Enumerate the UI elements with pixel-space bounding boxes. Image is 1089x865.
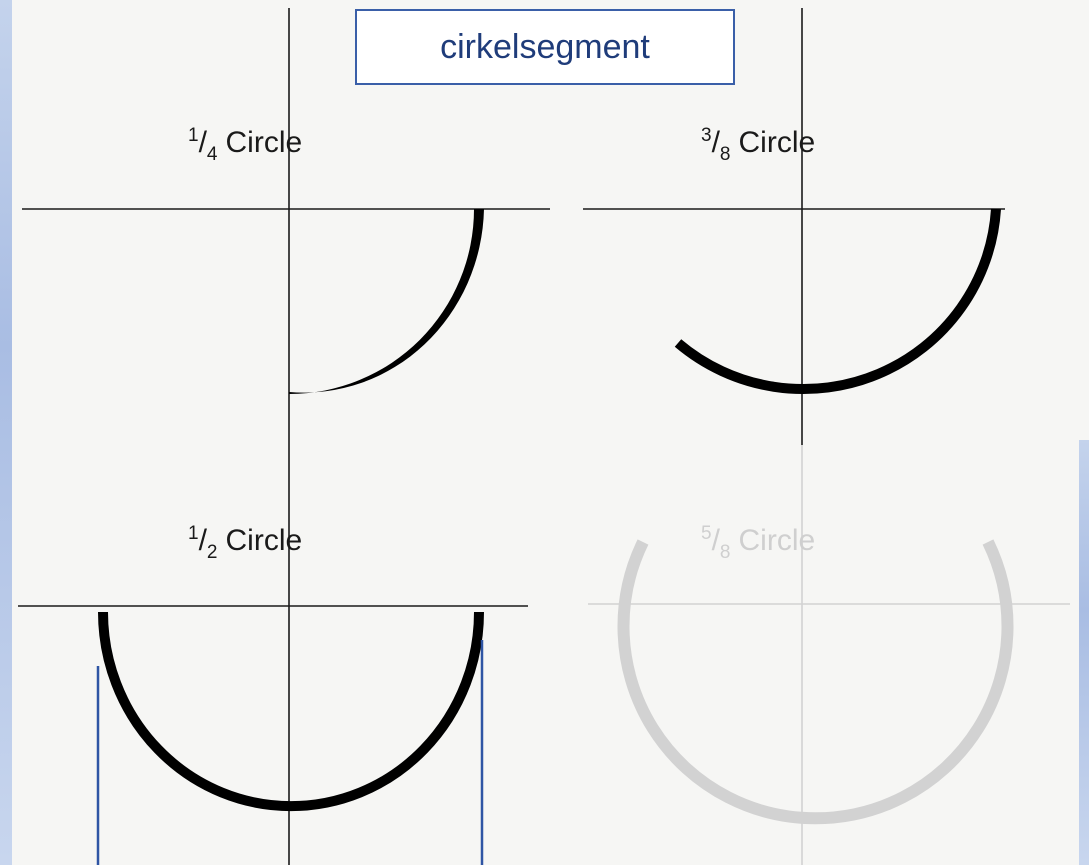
page-title: cirkelsegment [440, 27, 650, 66]
quarter-circle-numerator: 1 [188, 125, 199, 146]
five-eighths-circle-arc [617, 539, 1014, 825]
title-box: cirkelsegment [355, 9, 735, 85]
three-eighths-circle-word: Circle [739, 126, 816, 159]
quarter-circle-denominator: 4 [207, 144, 218, 165]
half-circle-word: Circle [226, 524, 303, 557]
right-border-strip [1079, 440, 1089, 865]
five-eighths-circle-word: Circle [739, 524, 816, 557]
three-eighths-circle-denominator: 8 [720, 144, 731, 165]
three-eighths-circle-numerator: 3 [701, 125, 712, 146]
quarter-circle-arc [289, 209, 484, 394]
three-eighths-circle-arc [674, 208, 1001, 395]
half-circle-denominator: 2 [207, 542, 218, 563]
five-eighths-circle-denominator: 8 [720, 542, 731, 563]
quarter-circle-word: Circle [226, 126, 303, 159]
left-border-strip [0, 0, 12, 865]
five-eighths-circle-numerator: 5 [701, 523, 712, 544]
half-circle-arc [98, 611, 484, 812]
half-circle-numerator: 1 [188, 523, 199, 544]
